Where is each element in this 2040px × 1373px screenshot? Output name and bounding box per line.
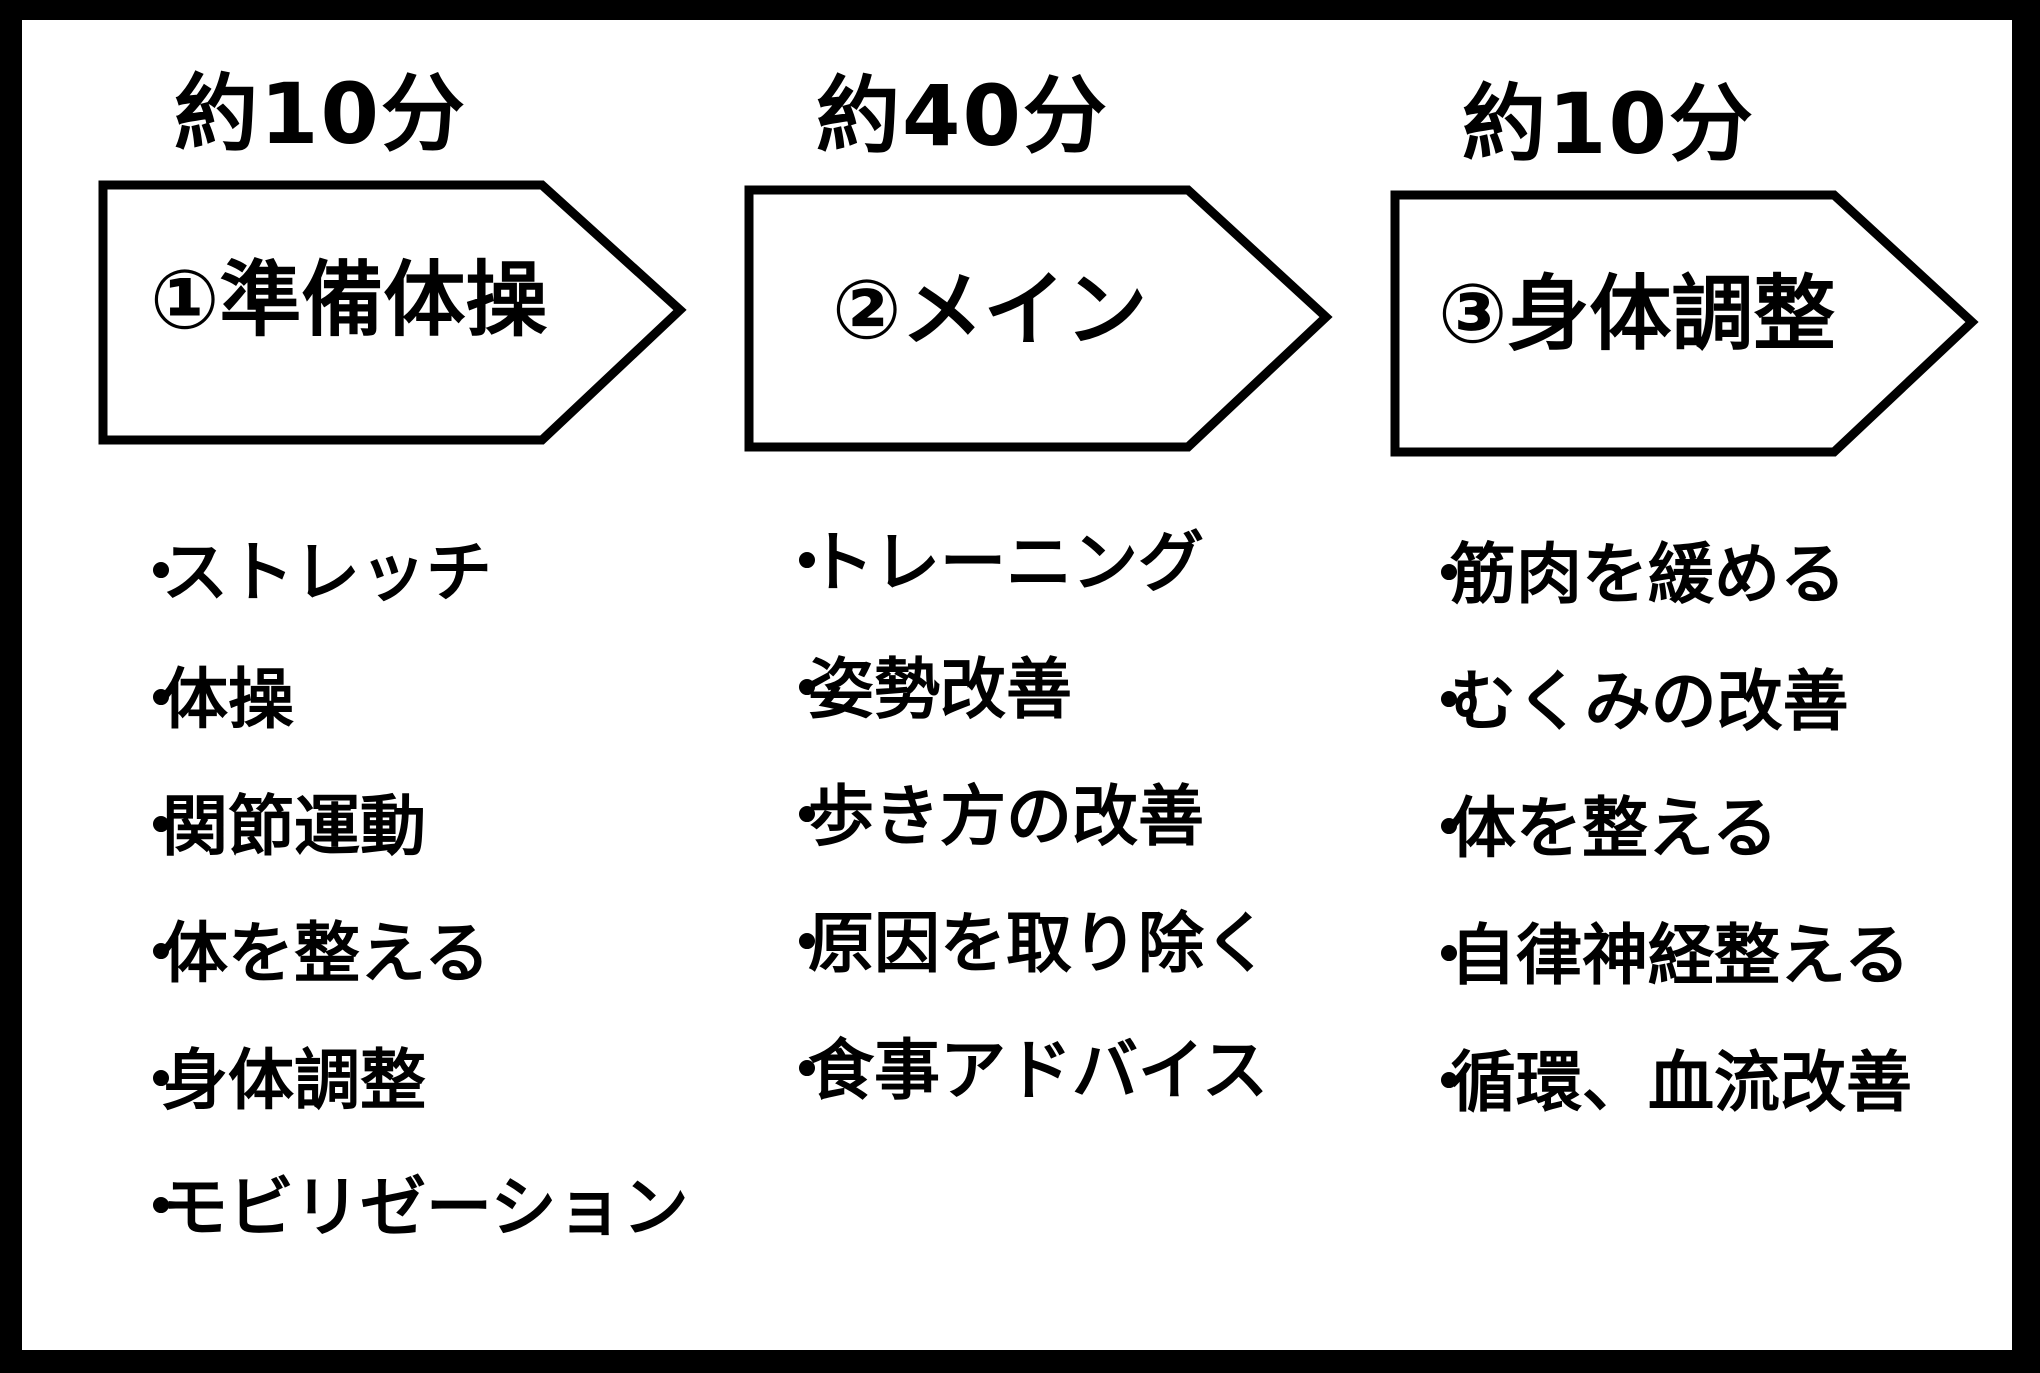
list-item: ・トレーニング <box>774 530 1270 657</box>
list-item: ・体操 <box>128 667 689 794</box>
item-label: 体操 <box>162 661 294 738</box>
bullet: ・ <box>1416 663 1482 740</box>
bullet: ・ <box>128 1042 194 1119</box>
bullet: ・ <box>128 1169 194 1246</box>
list-item: ・食事アドバイス <box>774 1038 1270 1165</box>
bullet: ・ <box>1416 917 1482 994</box>
item-label: 歩き方の改善 <box>808 778 1204 855</box>
bullet: ・ <box>1416 536 1482 613</box>
item-label: 食事アドバイス <box>808 1032 1269 1109</box>
item-label: 原因を取り除く <box>808 905 1270 982</box>
bullet: ・ <box>774 651 840 728</box>
list-item: ・ストレッチ <box>128 540 689 667</box>
list-item: ・姿勢改善 <box>774 657 1270 784</box>
item-label: 関節運動 <box>162 788 426 865</box>
stage-1-title: ①準備体操 <box>150 253 548 348</box>
item-label: 循環、血流改善 <box>1450 1044 1912 1121</box>
bullet: ・ <box>1416 1044 1482 1121</box>
list-item: ・筋肉を緩める <box>1416 542 1912 669</box>
diagram-canvas: 約10分 ①準備体操 ・ストレッチ ・体操 ・関節運動 ・体を整える ・身体調整… <box>22 20 2012 1350</box>
bullet: ・ <box>774 524 840 601</box>
bullet: ・ <box>774 905 840 982</box>
list-item: ・関節運動 <box>128 794 689 921</box>
item-label: 体を整える <box>1450 790 1779 867</box>
stage-3-title: ③身体調整 <box>1438 267 1836 362</box>
list-item: ・歩き方の改善 <box>774 784 1270 911</box>
stage-1-duration: 約10分 <box>174 65 467 163</box>
bullet: ・ <box>128 915 194 992</box>
item-label: 筋肉を緩める <box>1450 536 1846 613</box>
item-label: 身体調整 <box>162 1042 426 1119</box>
list-item: ・循環、血流改善 <box>1416 1050 1912 1177</box>
stage-1-item-list: ・ストレッチ ・体操 ・関節運動 ・体を整える ・身体調整 ・モビリゼーション <box>128 540 689 1302</box>
list-item: ・原因を取り除く <box>774 911 1270 1038</box>
list-item: ・体を整える <box>128 921 689 1048</box>
stage-3-item-list: ・筋肉を緩める ・むくみの改善 ・体を整える ・自律神経整える ・循環、血流改善 <box>1416 542 1912 1177</box>
item-label: モビリゼーション <box>162 1169 689 1246</box>
bullet: ・ <box>128 788 194 865</box>
stage-2-item-list: ・トレーニング ・姿勢改善 ・歩き方の改善 ・原因を取り除く ・食事アドバイス <box>774 530 1270 1165</box>
item-label: 自律神経整える <box>1450 917 1911 994</box>
stage-3-arrow-shape <box>1390 190 1979 457</box>
stage-1-arrow-shape <box>98 180 687 445</box>
list-item: ・むくみの改善 <box>1416 669 1912 796</box>
bullet: ・ <box>128 661 194 738</box>
bullet: ・ <box>774 778 840 855</box>
stage-2-title: ②メイン <box>832 263 1148 358</box>
item-label: むくみの改善 <box>1450 663 1849 740</box>
item-label: 姿勢改善 <box>808 651 1072 728</box>
item-label: 体を整える <box>162 915 491 992</box>
stage-2-arrow-shape <box>744 185 1333 452</box>
stage-2-duration: 約40分 <box>816 67 1109 165</box>
bullet: ・ <box>128 534 194 611</box>
list-item: ・身体調整 <box>128 1048 689 1175</box>
list-item: ・体を整える <box>1416 796 1912 923</box>
list-item: ・モビリゼーション <box>128 1175 689 1302</box>
list-item: ・自律神経整える <box>1416 923 1912 1050</box>
item-label: トレーニング <box>808 524 1204 601</box>
item-label: ストレッチ <box>162 534 492 611</box>
stage-3-duration: 約10分 <box>1462 75 1755 173</box>
bullet: ・ <box>1416 790 1482 867</box>
bullet: ・ <box>774 1032 840 1109</box>
